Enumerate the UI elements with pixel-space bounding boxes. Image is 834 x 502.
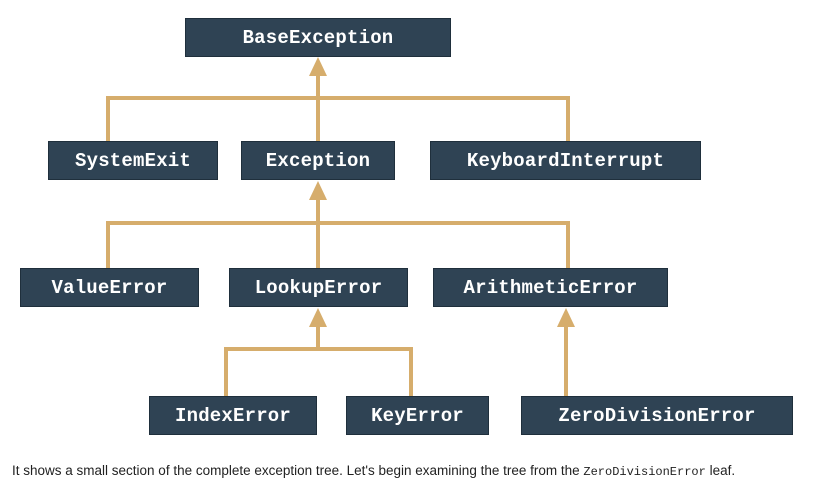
- node-zero-division-error: ZeroDivisionError: [521, 396, 793, 435]
- node-lookup-error: LookupError: [229, 268, 408, 307]
- node-system-exit: SystemExit: [48, 141, 218, 180]
- node-base-exception: BaseException: [185, 18, 451, 57]
- figure-caption: It shows a small section of the complete…: [12, 463, 832, 479]
- connector-lookup-children: [224, 347, 413, 396]
- node-exception: Exception: [241, 141, 395, 180]
- arrowhead-exception: [309, 181, 327, 200]
- caption-text-before: It shows a small section of the complete…: [12, 463, 584, 478]
- caption-text-after: leaf.: [705, 463, 736, 478]
- arrowhead-arithmetic: [557, 308, 575, 327]
- node-value-error: ValueError: [20, 268, 199, 307]
- connector-lines: [106, 57, 575, 396]
- connector-base-children: [106, 96, 570, 141]
- node-key-error: KeyError: [346, 396, 489, 435]
- caption-code: ZeroDivisionError: [583, 465, 706, 479]
- arrowhead-lookup: [309, 308, 327, 327]
- connector-exception-children: [106, 221, 570, 268]
- node-index-error: IndexError: [149, 396, 317, 435]
- node-keyboard-interrupt: KeyboardInterrupt: [430, 141, 701, 180]
- arrowhead-base: [309, 57, 327, 76]
- node-arithmetic-error: ArithmeticError: [433, 268, 668, 307]
